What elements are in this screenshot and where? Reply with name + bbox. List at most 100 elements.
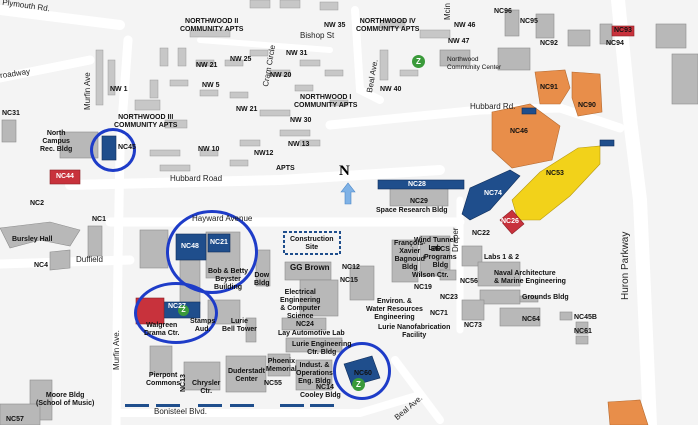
murfin-avenue xyxy=(111,35,133,425)
code-nc91: NC91 xyxy=(540,84,558,91)
label-gg-brown: GG Brown xyxy=(290,263,330,272)
bonisteel-blvd xyxy=(116,391,424,417)
code-nw21b: NW 21 xyxy=(236,106,258,113)
compass-letter: N xyxy=(339,163,350,179)
road-mcin: Mcin xyxy=(443,3,452,20)
code-nc2: NC2 xyxy=(30,200,45,207)
code-nc22: NC22 xyxy=(472,230,490,237)
marker-nc60[interactable] xyxy=(333,342,391,400)
road-duffield: Duffield xyxy=(76,255,103,264)
nc53-building xyxy=(511,145,601,221)
orange-buildings xyxy=(491,69,649,425)
nc44-building xyxy=(49,169,81,185)
label-pierpont: Pierpont Commons xyxy=(146,372,181,387)
code-nc4: NC4 xyxy=(34,262,49,269)
label-lay: Lay Automotive Lab xyxy=(278,330,345,337)
code-nc24: NC24 xyxy=(296,321,314,328)
label-naval: Naval Architecture & Marine Engineering xyxy=(494,270,566,285)
code-nc96: NC96 xyxy=(494,8,512,15)
label-nw1-apts: NORTHWOOD I COMMUNITY APTS xyxy=(294,94,358,109)
zipcar-icon-south: Z xyxy=(352,378,365,391)
label-bursley: Bursley Hall xyxy=(12,236,53,243)
road-huron: Huron Parkway xyxy=(620,231,631,300)
code-nc1: NC1 xyxy=(92,216,107,223)
label-eecs: Electrical Engineering & Computer Scienc… xyxy=(280,289,321,320)
beal-south xyxy=(391,356,444,424)
label-grounds: Grounds Bldg xyxy=(522,294,569,301)
code-nc26: NC26 xyxy=(501,218,519,225)
label-labs12: Labs 1 & 2 xyxy=(484,254,520,261)
label-nw3-apts: NORTHWOOD III COMMUNITY APTS xyxy=(114,114,178,129)
label-space-research: Space Research Bldg xyxy=(376,207,448,214)
label-dow: Dow Bldg xyxy=(254,272,270,287)
code-nc31: NC31 xyxy=(2,110,20,117)
label-phoenix: Phoenix Memorial xyxy=(266,358,297,373)
code-nc29: NC29 xyxy=(410,198,428,205)
label-walgreen: Walgreen Drama Ctr. xyxy=(144,322,180,337)
label-wind-tunnel: Wind Tunnel Lab xyxy=(414,237,456,252)
road-hubbard-rd: Hubbard Rd. xyxy=(470,102,516,111)
north-arrow-icon xyxy=(340,182,356,205)
code-nc46: NC46 xyxy=(510,128,528,135)
navy-strips xyxy=(125,404,334,407)
road-murfin: Murfin Ave. xyxy=(112,330,121,370)
code-nc15: NC15 xyxy=(340,277,358,284)
code-nc95: NC95 xyxy=(520,18,538,25)
hubbard-road-west xyxy=(65,165,445,190)
label-nw2-apts: NORTHWOOD II COMMUNITY APTS xyxy=(180,18,244,33)
code-nw12: NW12 xyxy=(254,150,274,157)
code-nc44: NC44 xyxy=(56,173,74,180)
nc74-building xyxy=(461,169,521,221)
code-nc21: NC21 xyxy=(210,239,228,246)
code-nw13: NW 13 xyxy=(288,141,310,148)
label-bob-betty: Bob & Betty Beyster Building xyxy=(208,268,249,291)
broadway-road xyxy=(0,55,95,83)
label-chrysler: Chrysler Ctr. xyxy=(192,380,221,395)
code-nc74: NC74 xyxy=(484,190,502,197)
code-nc53: NC53 xyxy=(546,170,564,177)
label-northwood-center: Northwood Community Center xyxy=(447,56,502,71)
marker-nc45[interactable] xyxy=(90,128,136,172)
beal-north xyxy=(351,6,384,104)
code-nc23: NC23 xyxy=(440,294,458,301)
code-nw1: NW 1 xyxy=(110,86,128,93)
code-nw35: NW 35 xyxy=(324,22,346,29)
code-nc45b: NC45B xyxy=(574,314,597,321)
code-nw20: NW 20 xyxy=(270,72,292,79)
code-nw21a: NW 21 xyxy=(196,62,218,69)
bus-icon-2 xyxy=(521,107,537,115)
label-cooley: Cooley Bldg xyxy=(300,392,341,399)
label-fxb: François- Xavier Bagnoud Bldg xyxy=(394,240,426,271)
nc90-building xyxy=(571,71,603,117)
code-nc73: NC73 xyxy=(464,322,482,329)
nc46-building xyxy=(491,103,561,169)
code-nc48: NC48 xyxy=(181,243,199,250)
label-duderstadt: Duderstadt Center xyxy=(228,368,265,383)
road-murfin-north: Murfin Ave xyxy=(83,72,92,110)
code-nc57: NC57 xyxy=(6,416,24,423)
code-nw30: NW 30 xyxy=(290,117,312,124)
nc91-building xyxy=(534,69,571,105)
code-nw10: NW 10 xyxy=(198,146,220,153)
code-nw31: NW 31 xyxy=(286,50,308,57)
code-nw40: NW 40 xyxy=(380,86,402,93)
label-moore: Moore Bldg (School of Music) xyxy=(36,392,95,407)
label-wilson: Wilson Ctr. xyxy=(412,272,449,279)
code-nc71: NC71 xyxy=(430,310,448,317)
label-bell-tower: Lurie Bell Tower xyxy=(222,318,257,333)
label-apts: APTS xyxy=(276,165,295,172)
label-eecs-programs: EECS Programs Bldg xyxy=(424,246,457,269)
marker-nc48-nc21[interactable] xyxy=(166,210,258,294)
code-nw47: NW 47 xyxy=(448,38,470,45)
code-nc55: NC55 xyxy=(264,380,282,387)
nc26-building xyxy=(499,209,525,235)
code-nc60: NC60 xyxy=(354,370,372,377)
road-bishop: Bishop St xyxy=(300,31,335,40)
label-nw4-apts: NORTHWOOD IV COMMUNITY APTS xyxy=(356,18,420,33)
marker-nc27[interactable] xyxy=(134,282,218,344)
code-nw25: NW 25 xyxy=(230,56,252,63)
plymouth-road xyxy=(0,5,125,30)
code-nc56: NC56 xyxy=(460,278,478,285)
code-nw46: NW 46 xyxy=(454,22,476,29)
